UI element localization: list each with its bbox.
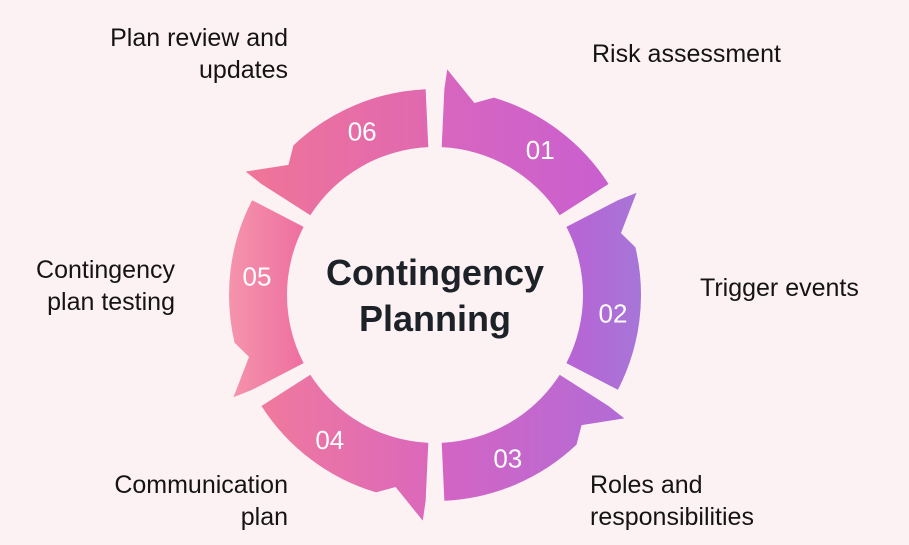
segment-arc-03 xyxy=(441,374,625,501)
title-line-2: Planning xyxy=(359,298,511,339)
title-line-1: Contingency xyxy=(325,252,544,293)
label-roles-and-responsibilities: Roles and responsibilities xyxy=(590,471,754,531)
segment-05: 05 xyxy=(228,200,304,398)
diagram-title: Contingency Planning xyxy=(285,250,585,342)
segment-01: 01 xyxy=(441,69,609,216)
label-plan-review-and-updates: Plan review and updates xyxy=(110,24,288,84)
segment-06: 06 xyxy=(245,89,429,216)
label-communication-plan: Communication plan xyxy=(114,471,288,531)
label-trigger-events: Trigger events xyxy=(700,274,859,302)
segment-03: 03 xyxy=(441,374,625,501)
segment-arc-04 xyxy=(261,374,429,521)
segment-arc-05 xyxy=(228,200,304,398)
segment-arc-02 xyxy=(566,192,641,390)
segment-number-05: 05 xyxy=(243,261,272,291)
label-risk-assessment: Risk assessment xyxy=(592,40,781,68)
segment-number-02: 02 xyxy=(599,299,628,329)
segment-arc-06 xyxy=(245,89,429,216)
segment-04: 04 xyxy=(261,374,429,521)
segment-number-06: 06 xyxy=(348,116,377,146)
label-contingency-plan-testing: Contingency plan testing xyxy=(36,256,175,316)
segment-number-04: 04 xyxy=(315,425,344,455)
segment-02: 02 xyxy=(566,192,641,390)
segment-number-03: 03 xyxy=(493,444,522,474)
segment-number-01: 01 xyxy=(526,135,555,165)
segment-arc-01 xyxy=(441,69,609,216)
